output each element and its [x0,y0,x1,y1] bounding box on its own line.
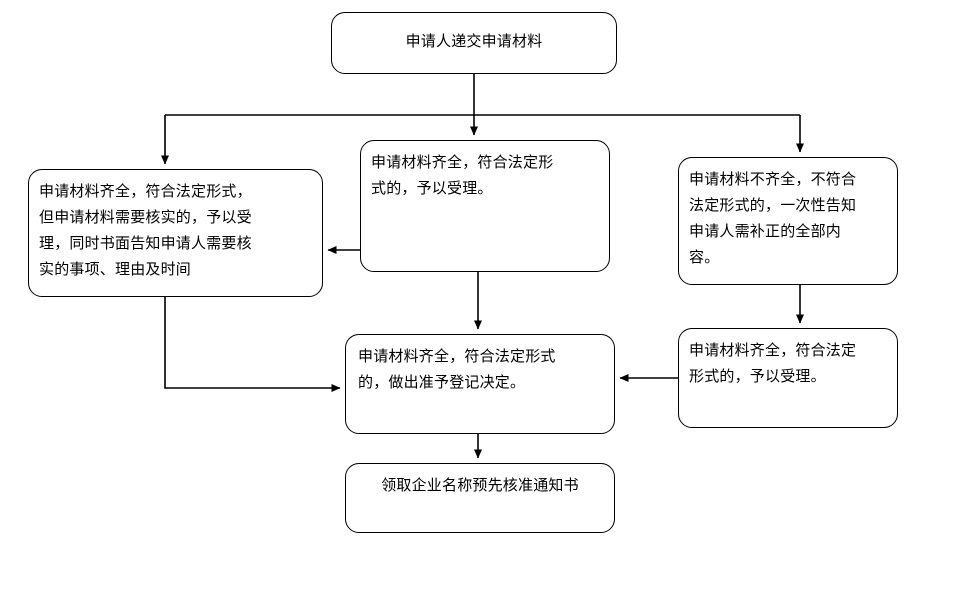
node-submit-application: 申请人递交申请材料 [331,12,617,74]
node-registration-decision-label: 申请材料齐全，符合法定形式 的，做出准予登记决定。 [358,348,556,391]
node-accept-after-correction: 申请材料齐全，符合法定 形式的，予以受理。 [678,328,898,428]
node-receive-approval-notice-label: 领取企业名称预先核准通知书 [381,477,579,494]
node-accept-complete-materials-label: 申请材料齐全，符合法定形 式的，予以受理。 [371,154,554,197]
node-incomplete-materials-notice: 申请材料不齐全，不符合 法定形式的，一次性告知 申请人需补正的全部内 容。 [678,157,898,285]
node-submit-application-label: 申请人递交申请材料 [405,33,543,50]
connector-verify-to-decision [164,297,341,392]
node-accept-with-verification: 申请材料齐全，符合法定形式， 但申请材料需要核实的，予以受 理，同时书面告知申请… [28,169,323,297]
node-registration-decision: 申请材料齐全，符合法定形式 的，做出准予登记决定。 [345,334,615,434]
node-receive-approval-notice: 领取企业名称预先核准通知书 [345,463,615,533]
node-accept-with-verification-label: 申请材料齐全，符合法定形式， 但申请材料需要核实的，予以受 理，同时书面告知申请… [39,183,252,278]
node-accept-after-correction-label: 申请材料齐全，符合法定 形式的，予以受理。 [689,342,857,385]
node-incomplete-materials-notice-label: 申请材料不齐全，不符合 法定形式的，一次性告知 申请人需补正的全部内 容。 [689,171,857,266]
node-accept-complete-materials: 申请材料齐全，符合法定形 式的，予以受理。 [360,140,610,272]
